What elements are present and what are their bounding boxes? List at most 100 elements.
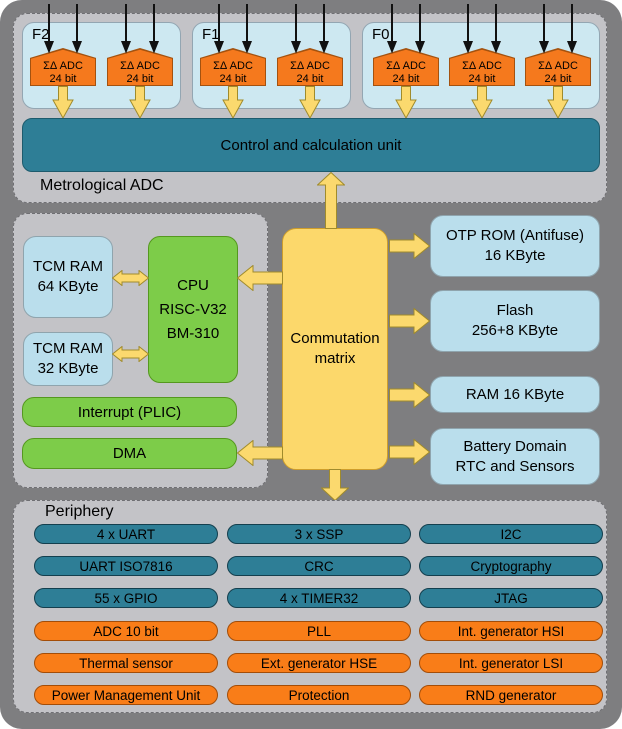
adc-label: ΣΔ ADC: [538, 60, 578, 72]
control-calculation-unit: Control and calculation unit: [22, 118, 600, 172]
pill-label: Cryptography: [470, 558, 552, 574]
adc-to-control-arrow-icon: [52, 86, 74, 119]
periphery-pill-i2c: I2C: [419, 524, 603, 544]
periphery-pill-cryptography: Cryptography: [419, 556, 603, 576]
flash-size: 256+8 KByte: [471, 322, 559, 339]
battery-domain-label2: RTC and Sensors: [455, 457, 575, 475]
tcm32-cpu-bidirectional-arrow-icon: [112, 346, 149, 362]
control-calculation-unit-label: Control and calculation unit: [220, 136, 402, 154]
flash-block: Flash 256+8 KByte: [430, 290, 600, 352]
matrix-to-control-up-arrow-icon: [317, 172, 345, 229]
pill-label: 4 x UART: [96, 526, 156, 542]
commutation-matrix-label2: matrix: [314, 350, 356, 367]
pill-label: Thermal sensor: [79, 655, 173, 671]
pill-label: ADC 10 bit: [93, 623, 159, 639]
adc-to-control-arrow-icon: [129, 86, 151, 119]
analog-input-arrow-icon: [242, 4, 252, 54]
adc-to-control-arrow-icon: [395, 86, 417, 119]
adc-label: ΣΔ ADC: [290, 60, 330, 72]
ram-block: RAM 16 KByte: [430, 376, 600, 413]
tcm-ram-64-label: TCM RAM: [33, 258, 103, 275]
analog-input-arrow-icon: [491, 4, 501, 54]
group-label-f1: F1: [202, 26, 220, 43]
tcm-ram-64-block: TCM RAM 64 KByte: [23, 236, 113, 318]
tcm64-cpu-bidirectional-arrow-icon: [112, 270, 149, 286]
pill-label: Int. generator LSI: [458, 655, 564, 671]
adc-label: ΣΔ ADC: [462, 60, 502, 72]
analog-input-arrow-icon: [387, 4, 397, 54]
group-label-f0: F0: [372, 26, 390, 43]
periphery-pill-power-management-unit: Power Management Unit: [34, 685, 218, 705]
flash-label: Flash: [496, 302, 534, 319]
metrological-adc-label: Metrological ADC: [40, 177, 164, 194]
otp-rom-label: OTP ROM (Antifuse): [445, 227, 585, 244]
matrix-to-ram-arrow-icon: [389, 382, 430, 408]
analog-input-arrow-icon: [463, 4, 473, 54]
pill-label: 3 x SSP: [294, 526, 344, 542]
periphery-pill-ext-generator-hse: Ext. generator HSE: [227, 653, 411, 673]
periphery-pill-ssp: 3 x SSP: [227, 524, 411, 544]
commutation-matrix-label: Commutation: [290, 330, 380, 347]
analog-input-arrow-icon: [415, 4, 425, 54]
analog-input-arrow-icon: [44, 4, 54, 54]
pill-label: UART ISO7816: [79, 558, 173, 574]
adc-label: ΣΔ ADC: [213, 60, 253, 72]
interrupt-plic-label: Interrupt (PLIC): [77, 403, 182, 421]
periphery-pill-jtag: JTAG: [419, 588, 603, 608]
matrix-to-cpu-arrow-icon: [237, 265, 283, 291]
periphery-pill-uart: 4 x UART: [34, 524, 218, 544]
adc-bits-label: 24 bit: [392, 72, 420, 85]
commutation-matrix-block: Commutation matrix: [282, 228, 388, 470]
periphery-pill-crc: CRC: [227, 556, 411, 576]
pill-label: Int. generator HSI: [457, 623, 565, 639]
adc-label: ΣΔ ADC: [386, 60, 426, 72]
periphery-pill-protection: Protection: [227, 685, 411, 705]
pill-label: RND generator: [465, 687, 557, 703]
adc-bits-label: 24 bit: [296, 72, 324, 85]
analog-input-arrow-icon: [539, 4, 549, 54]
otp-rom-size: 16 KByte: [484, 247, 546, 264]
group-label-f2: F2: [32, 26, 50, 43]
matrix-to-otp-arrow-icon: [389, 233, 430, 259]
analog-input-arrow-icon: [149, 4, 159, 54]
periphery-pill-thermal-sensor: Thermal sensor: [34, 653, 218, 673]
adc-bits-label: 24 bit: [544, 72, 572, 85]
adc-bits-label: 24 bit: [219, 72, 247, 85]
tcm-ram-32-size: 32 KByte: [37, 360, 99, 377]
periphery-pill-uart-iso7816: UART ISO7816: [34, 556, 218, 576]
adc-label: ΣΔ ADC: [120, 60, 160, 72]
matrix-to-flash-arrow-icon: [389, 308, 430, 334]
analog-input-arrow-icon: [72, 4, 82, 54]
adc-bits-label: 24 bit: [49, 72, 77, 85]
interrupt-plic-block: Interrupt (PLIC): [22, 397, 237, 427]
adc-to-control-arrow-icon: [299, 86, 321, 119]
adc-to-control-arrow-icon: [471, 86, 493, 119]
matrix-to-periphery-down-arrow-icon: [321, 469, 349, 501]
cpu-block: CPU RISC-V32 BM-310: [148, 236, 238, 383]
cpu-core-label: RISC-V32: [159, 300, 227, 318]
analog-input-arrow-icon: [214, 4, 224, 54]
pill-label: Protection: [288, 687, 350, 703]
otp-rom-block: OTP ROM (Antifuse) 16 KByte: [430, 215, 600, 277]
pill-label: Power Management Unit: [51, 687, 201, 703]
analog-input-arrow-icon: [291, 4, 301, 54]
periphery-label: Periphery: [45, 503, 114, 520]
matrix-to-battery-arrow-icon: [389, 439, 430, 465]
periphery-pill-int-generator-hsi: Int. generator HSI: [419, 621, 603, 641]
cpu-label: CPU: [177, 276, 209, 294]
periphery-pill-int-generator-lsi: Int. generator LSI: [419, 653, 603, 673]
dma-label: DMA: [112, 445, 147, 462]
matrix-to-dma-arrow-icon: [237, 440, 283, 466]
tcm-ram-32-label: TCM RAM: [33, 340, 103, 357]
pill-label: CRC: [304, 558, 334, 574]
battery-domain-block: Battery Domain RTC and Sensors: [430, 428, 600, 485]
pill-label: 4 x TIMER32: [279, 590, 359, 606]
dma-block: DMA: [22, 438, 237, 469]
pill-label: JTAG: [494, 590, 528, 606]
periphery-pill-pll: PLL: [227, 621, 411, 641]
pill-label: PLL: [306, 623, 332, 639]
battery-domain-label: Battery Domain: [463, 437, 567, 455]
periphery-pill-rnd-generator: RND generator: [419, 685, 603, 705]
periphery-pill-gpio: 55 x GPIO: [34, 588, 218, 608]
